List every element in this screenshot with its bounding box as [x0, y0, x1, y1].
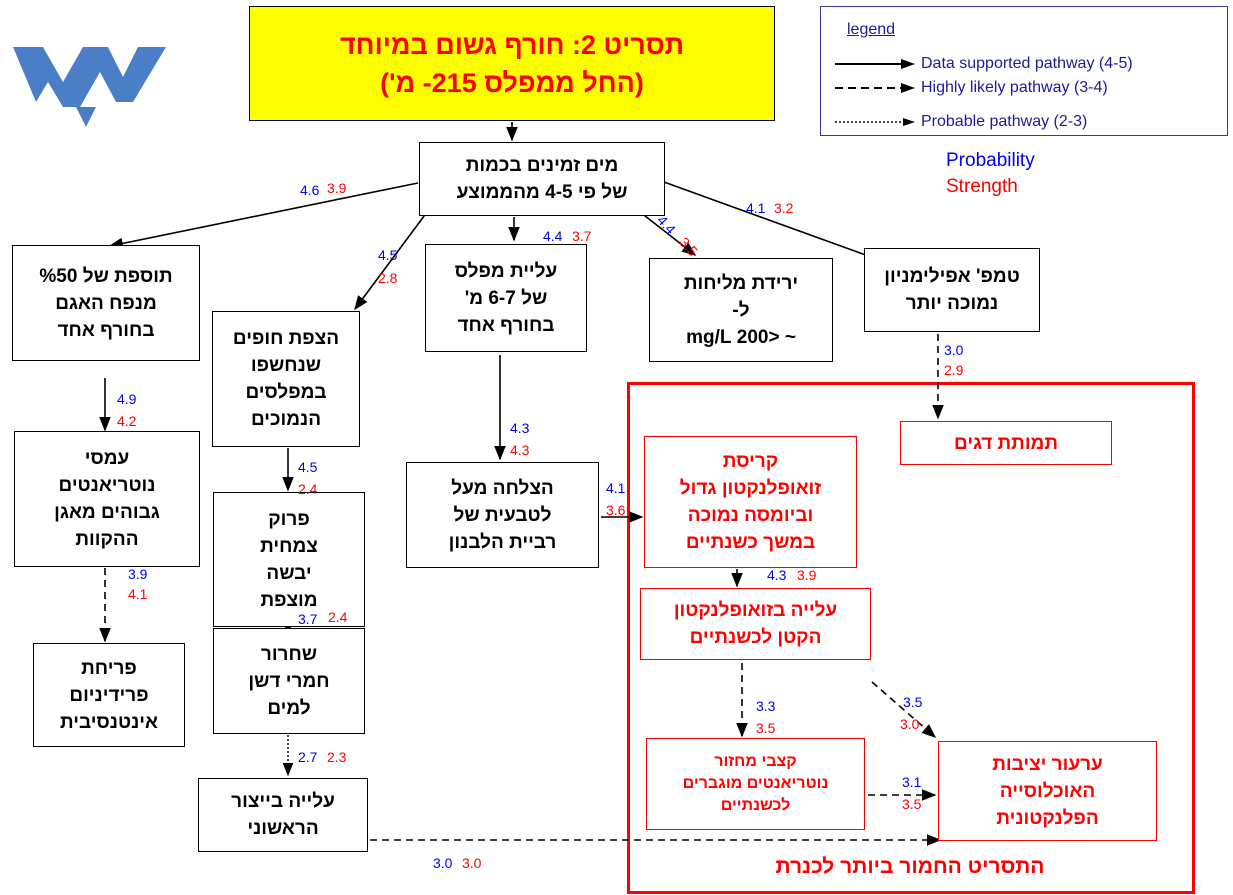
edge-label-strength: 4.1 [128, 586, 148, 602]
node-inflow: תוספת של %50 מנפח האגם בחורף אחד [12, 245, 200, 361]
worst-case-label: התסריט החמור ביותר לכנרת [775, 855, 1045, 878]
node-decomposition: פרוק צמחית יבשה מוצפת [213, 492, 365, 627]
node-nutrients-deep: עמסי נוטריאנטים גבוהים מאגן ההקוות [14, 431, 200, 567]
edge-label-probability: 4.5 [378, 247, 398, 263]
dashed-arrow-icon [835, 83, 915, 93]
node-zoo-collapse: קריסת זואופלנקטון גדול וביומסה נמוכה במש… [644, 436, 857, 568]
edge-label-probability: 4.6 [300, 182, 320, 198]
edge-label-strength: 3.9 [797, 567, 817, 583]
pathway-arrow-water-to-inflow [108, 182, 419, 250]
legend-item-dashed: Highly likely pathway (3-4) [821, 77, 1227, 101]
edge-label-strength: 3.0 [462, 855, 482, 871]
edge-label-strength: 2.8 [378, 270, 398, 286]
edge-label-strength: 3.5 [756, 720, 776, 736]
legend-label-dashed: Highly likely pathway (3-4) [921, 79, 1108, 96]
edge-label-strength: 3.0 [900, 716, 920, 732]
edge-label-strength: 4.2 [117, 413, 137, 429]
node-nursery: הצלחה מעל לטבעית של רביית הלבנון [406, 462, 599, 568]
legend-item-dotted: Probable pathway (2-3) [821, 111, 1227, 135]
pathway-arrow-small_zoo-to-destabilize [871, 681, 937, 738]
edge-label-strength: 2.4 [328, 609, 348, 625]
node-flooding: הצפת חופים שנחשפו במפלסים הנמוכים [212, 311, 360, 447]
legend-label-dotted: Probable pathway (2-3) [921, 113, 1088, 130]
pathway-arrow-water-to-temp [663, 181, 887, 264]
edge-label-strength: 4.3 [510, 442, 530, 458]
edge-label-strength: 3.6 [606, 502, 626, 518]
edge-label-probability: 4.1 [746, 200, 766, 216]
edge-label-strength: 2.4 [298, 481, 318, 497]
node-destabilize: ערעור יציבות האוכלוסייה הפלנקטונית [938, 741, 1157, 841]
edge-label-probability: 3.7 [298, 611, 318, 627]
solid-arrow-icon [835, 59, 915, 69]
node-level-rise: עליית מפלס של 6-7 מ' בחורף אחד [425, 244, 587, 352]
edge-label-strength: 2.3 [327, 749, 347, 765]
edge-label-strength: 3.9 [327, 180, 347, 196]
node-primary: עלייה בייצור הראשוני [198, 778, 368, 852]
edge-label-probability: 4.9 [117, 391, 137, 407]
node-release: שחרור חמרי דשן למים [213, 628, 365, 734]
edge-label-probability: 3.5 [903, 694, 923, 710]
edge-label-probability: 2.7 [298, 749, 318, 765]
node-bloom: פריחת פרידיניום אינטנסיבית [33, 643, 185, 747]
edge-label-probability: 3.0 [433, 855, 453, 871]
node-salinity: ירידת מליחות ל- ~ <200 mg/L [649, 258, 833, 362]
edge-label-probability: 4.1 [606, 480, 626, 496]
edge-label-probability: 4.5 [298, 459, 318, 475]
worst-case-region [627, 382, 1195, 894]
pathway-arrow-water-to-flooding [354, 207, 431, 311]
node-recycling: קצבי מחזור נוטריאנטים מוגברים לכשנתיים [646, 738, 865, 830]
edge-label-probability: 4.4 [543, 228, 563, 244]
organization-logo [13, 47, 166, 127]
edge-label-probability: 3.0 [944, 342, 964, 358]
edge-label-strength: 3.5 [902, 796, 922, 812]
node-water: מים זמינים בכמות של פי 4-5 מהממוצע [419, 142, 665, 216]
edge-label-strength: 2.9 [944, 362, 964, 378]
legend: legend Data supported pathway (4-5) High… [820, 6, 1228, 136]
node-fish-death: תמותת דגים [900, 421, 1112, 465]
edge-label-strength: 3.2 [774, 200, 794, 216]
edge-label-probability: 3.9 [128, 566, 148, 582]
dotted-arrow-icon [835, 118, 915, 126]
node-small-zoo: עלייה בזואופלנקטון הקטן לכשנתיים [640, 588, 871, 660]
node-temp: טמפ' אפילימניון נמוכה יותר [864, 248, 1040, 332]
probability-key: Probability [946, 150, 1035, 171]
scenario-title: תסריט 2: חורף גשום במיוחד (החל ממפלס 215… [249, 6, 775, 121]
edge-label-probability: 3.1 [902, 774, 922, 790]
edge-label-strength: 3.7 [572, 228, 592, 244]
strength-key: Strength [946, 176, 1018, 197]
legend-item-solid: Data supported pathway (4-5) [821, 53, 1227, 77]
legend-title: legend [847, 21, 896, 38]
pathway-arrow-water-to-salinity [639, 211, 697, 256]
legend-label-solid: Data supported pathway (4-5) [921, 55, 1133, 72]
edge-label-probability: 4.3 [510, 420, 530, 436]
edge-label-probability: 3.3 [756, 698, 776, 714]
edge-label-probability: 4.3 [767, 567, 787, 583]
